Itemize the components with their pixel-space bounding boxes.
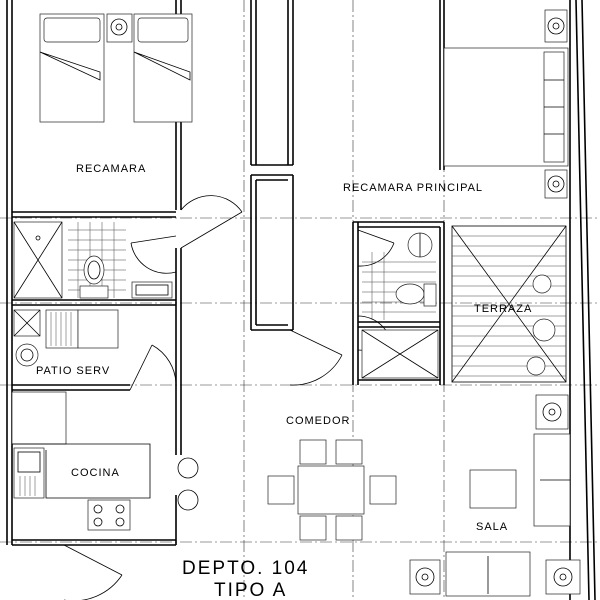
- king-bed: [443, 9, 569, 199]
- room-labels: RECAMARA RECAMARA PRINCIPAL TERRAZA PATI…: [36, 163, 532, 533]
- unit-type: TIPO A: [214, 580, 287, 600]
- room-label-recamara-principal: RECAMARA PRINCIPAL: [343, 182, 483, 194]
- bathroom-2-fixtures: [361, 232, 439, 379]
- patio-fixtures: [13, 309, 119, 367]
- room-label-comedor: COMEDOR: [286, 415, 350, 427]
- living-furniture: [409, 394, 581, 597]
- room-label-patio-serv: PATIO SERV: [36, 365, 110, 377]
- room-label-sala: SALA: [476, 521, 508, 533]
- room-label-terraza: TERRAZA: [474, 303, 532, 315]
- kitchen-fixtures: [11, 391, 199, 531]
- twin-beds: [39, 13, 193, 123]
- room-label-cocina: COCINA: [71, 467, 120, 479]
- bathroom-1-fixtures: [13, 221, 173, 299]
- room-label-recamara: RECAMARA: [76, 163, 146, 175]
- title-block: DEPTO. 104 TIPO A: [182, 558, 309, 600]
- dining-table: [267, 439, 397, 541]
- unit-title: DEPTO. 104: [182, 558, 309, 579]
- terrace-deck: [451, 225, 567, 383]
